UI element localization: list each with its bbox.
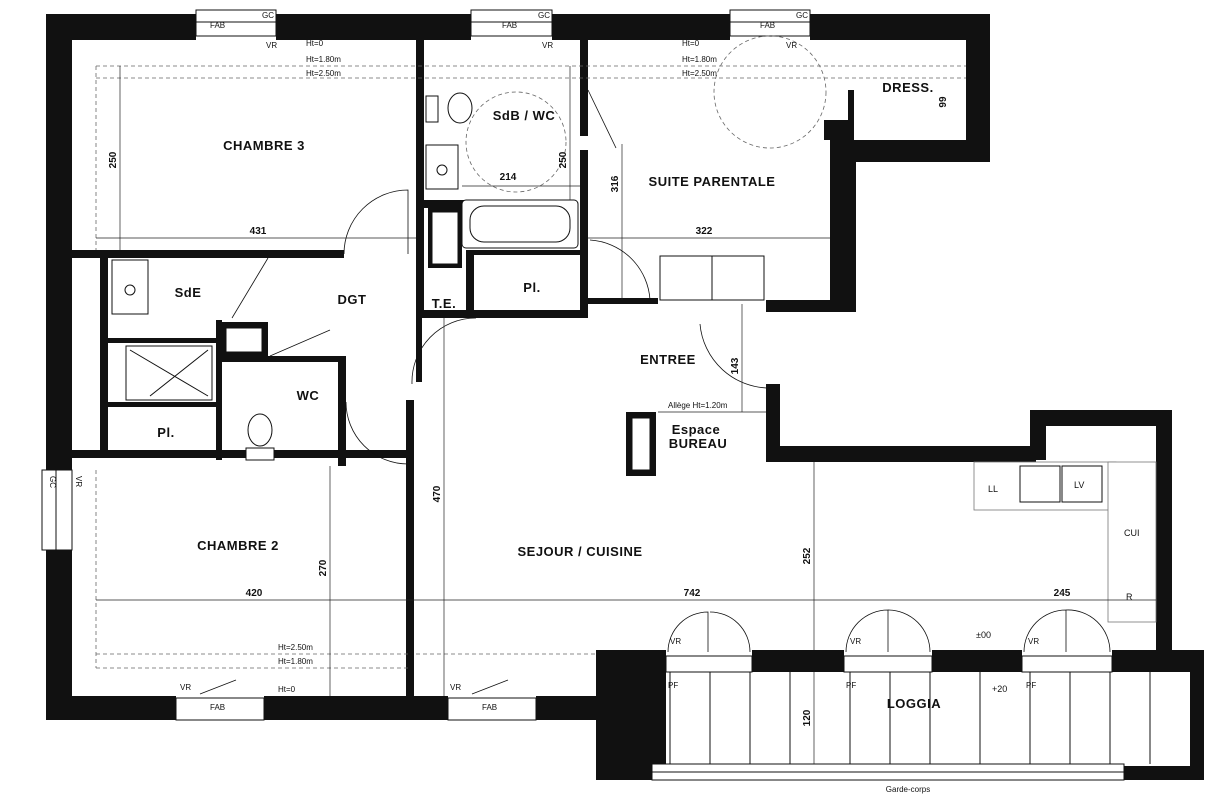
dim-245: 245 — [1054, 588, 1071, 599]
dim-250-right: 250 — [558, 151, 569, 168]
room-pl-top: Pl. — [523, 280, 540, 295]
note-fab-2: FAB — [502, 21, 517, 30]
room-sde: SdE — [175, 285, 202, 300]
room-dgt: DGT — [338, 292, 367, 307]
ceiling-dash-lines — [95, 65, 966, 669]
inner-walls — [72, 36, 854, 696]
note-pf-3: PF — [1026, 681, 1036, 690]
dim-316: 316 — [610, 175, 621, 192]
note-fab-1: FAB — [210, 21, 225, 30]
room-entree: ENTREE — [640, 352, 696, 367]
note-ht180-3: Ht=1.80m — [278, 657, 313, 666]
note-ht0-2: Ht=0 — [682, 39, 700, 48]
note-level-00: ±00 — [976, 630, 991, 640]
note-ht250-3: Ht=2.50m — [278, 643, 313, 652]
dim-252: 252 — [802, 547, 813, 564]
room-loggia: LOGGIA — [887, 696, 941, 711]
note-vr-1: VR — [266, 41, 277, 50]
note-vr-6: VR — [670, 637, 681, 646]
note-vr-8: VR — [1028, 637, 1039, 646]
dim-214: 214 — [500, 172, 517, 183]
note-ht0-3: Ht=0 — [278, 685, 296, 694]
room-sejour-cuisine: SEJOUR / CUISINE — [517, 544, 642, 559]
note-gc-2: GC — [538, 11, 550, 20]
note-vr-7: VR — [850, 637, 861, 646]
note-pf-2: PF — [846, 681, 856, 690]
dim-742: 742 — [684, 588, 701, 599]
note-fab-4: FAB — [210, 703, 225, 712]
dim-470: 470 — [432, 485, 443, 502]
room-bureau: BUREAU — [669, 436, 728, 451]
loggia-tiles — [669, 672, 1151, 764]
note-vr-3: VR — [786, 41, 797, 50]
room-sdb-wc: SdB / WC — [493, 108, 556, 123]
door-swings — [199, 89, 1111, 695]
windows — [41, 9, 1125, 781]
note-ht250-1: Ht=2.50m — [306, 69, 341, 78]
note-ht180-2: Ht=1.80m — [682, 55, 717, 64]
note-allege: Allège Ht=1.20m — [668, 401, 728, 410]
note-fab-5: FAB — [482, 703, 497, 712]
note-ht0-1: Ht=0 — [306, 39, 324, 48]
dimension-lines — [96, 66, 1156, 764]
room-labels: CHAMBRE 3 SdB / WC SUITE PARENTALE DRESS… — [157, 80, 941, 711]
dim-120: 120 — [802, 709, 813, 726]
room-pl-bottom: Pl. — [157, 425, 174, 440]
note-vr-4: VR — [180, 683, 191, 692]
note-ht180-1: Ht=1.80m — [306, 55, 341, 64]
room-espace: Espace — [672, 422, 721, 437]
room-chambre3: CHAMBRE 3 — [223, 138, 305, 153]
note-side-vr: VR — [74, 476, 83, 487]
dim-99: 99 — [938, 96, 949, 108]
note-r: R — [1126, 592, 1133, 602]
dim-270: 270 — [318, 559, 329, 576]
room-wc: WC — [297, 388, 320, 403]
note-gc-1: GC — [262, 11, 274, 20]
note-level-20: +20 — [992, 684, 1007, 694]
note-lv: LV — [1074, 480, 1084, 490]
note-pf-1: PF — [668, 681, 678, 690]
outer-walls — [46, 14, 1204, 780]
dim-431: 431 — [250, 226, 267, 237]
note-vr-5: VR — [450, 683, 461, 692]
dimension-labels: 431 250 214 250 316 322 99 143 470 270 4… — [108, 96, 1071, 726]
note-cui: CUI — [1124, 528, 1140, 538]
note-fab-3: FAB — [760, 21, 775, 30]
note-side-gc: GC — [48, 476, 57, 488]
dim-250-left: 250 — [108, 151, 119, 168]
dim-420: 420 — [246, 588, 263, 599]
dim-143: 143 — [730, 357, 741, 374]
room-suite-parentale: SUITE PARENTALE — [649, 174, 776, 189]
note-vr-2: VR — [542, 41, 553, 50]
room-chambre2: CHAMBRE 2 — [197, 538, 279, 553]
annotations: FAB GC VR FAB GC VR FAB GC VR FAB VR FAB… — [48, 11, 1140, 794]
note-ll: LL — [988, 484, 998, 494]
note-gc-3: GC — [796, 11, 808, 20]
room-dress: DRESS. — [882, 80, 933, 95]
note-ht250-2: Ht=2.50m — [682, 69, 717, 78]
dim-322: 322 — [696, 226, 713, 237]
room-te: T.E. — [432, 296, 456, 311]
fixtures — [111, 35, 1157, 623]
note-garde-corps: Garde-corps — [886, 785, 930, 794]
